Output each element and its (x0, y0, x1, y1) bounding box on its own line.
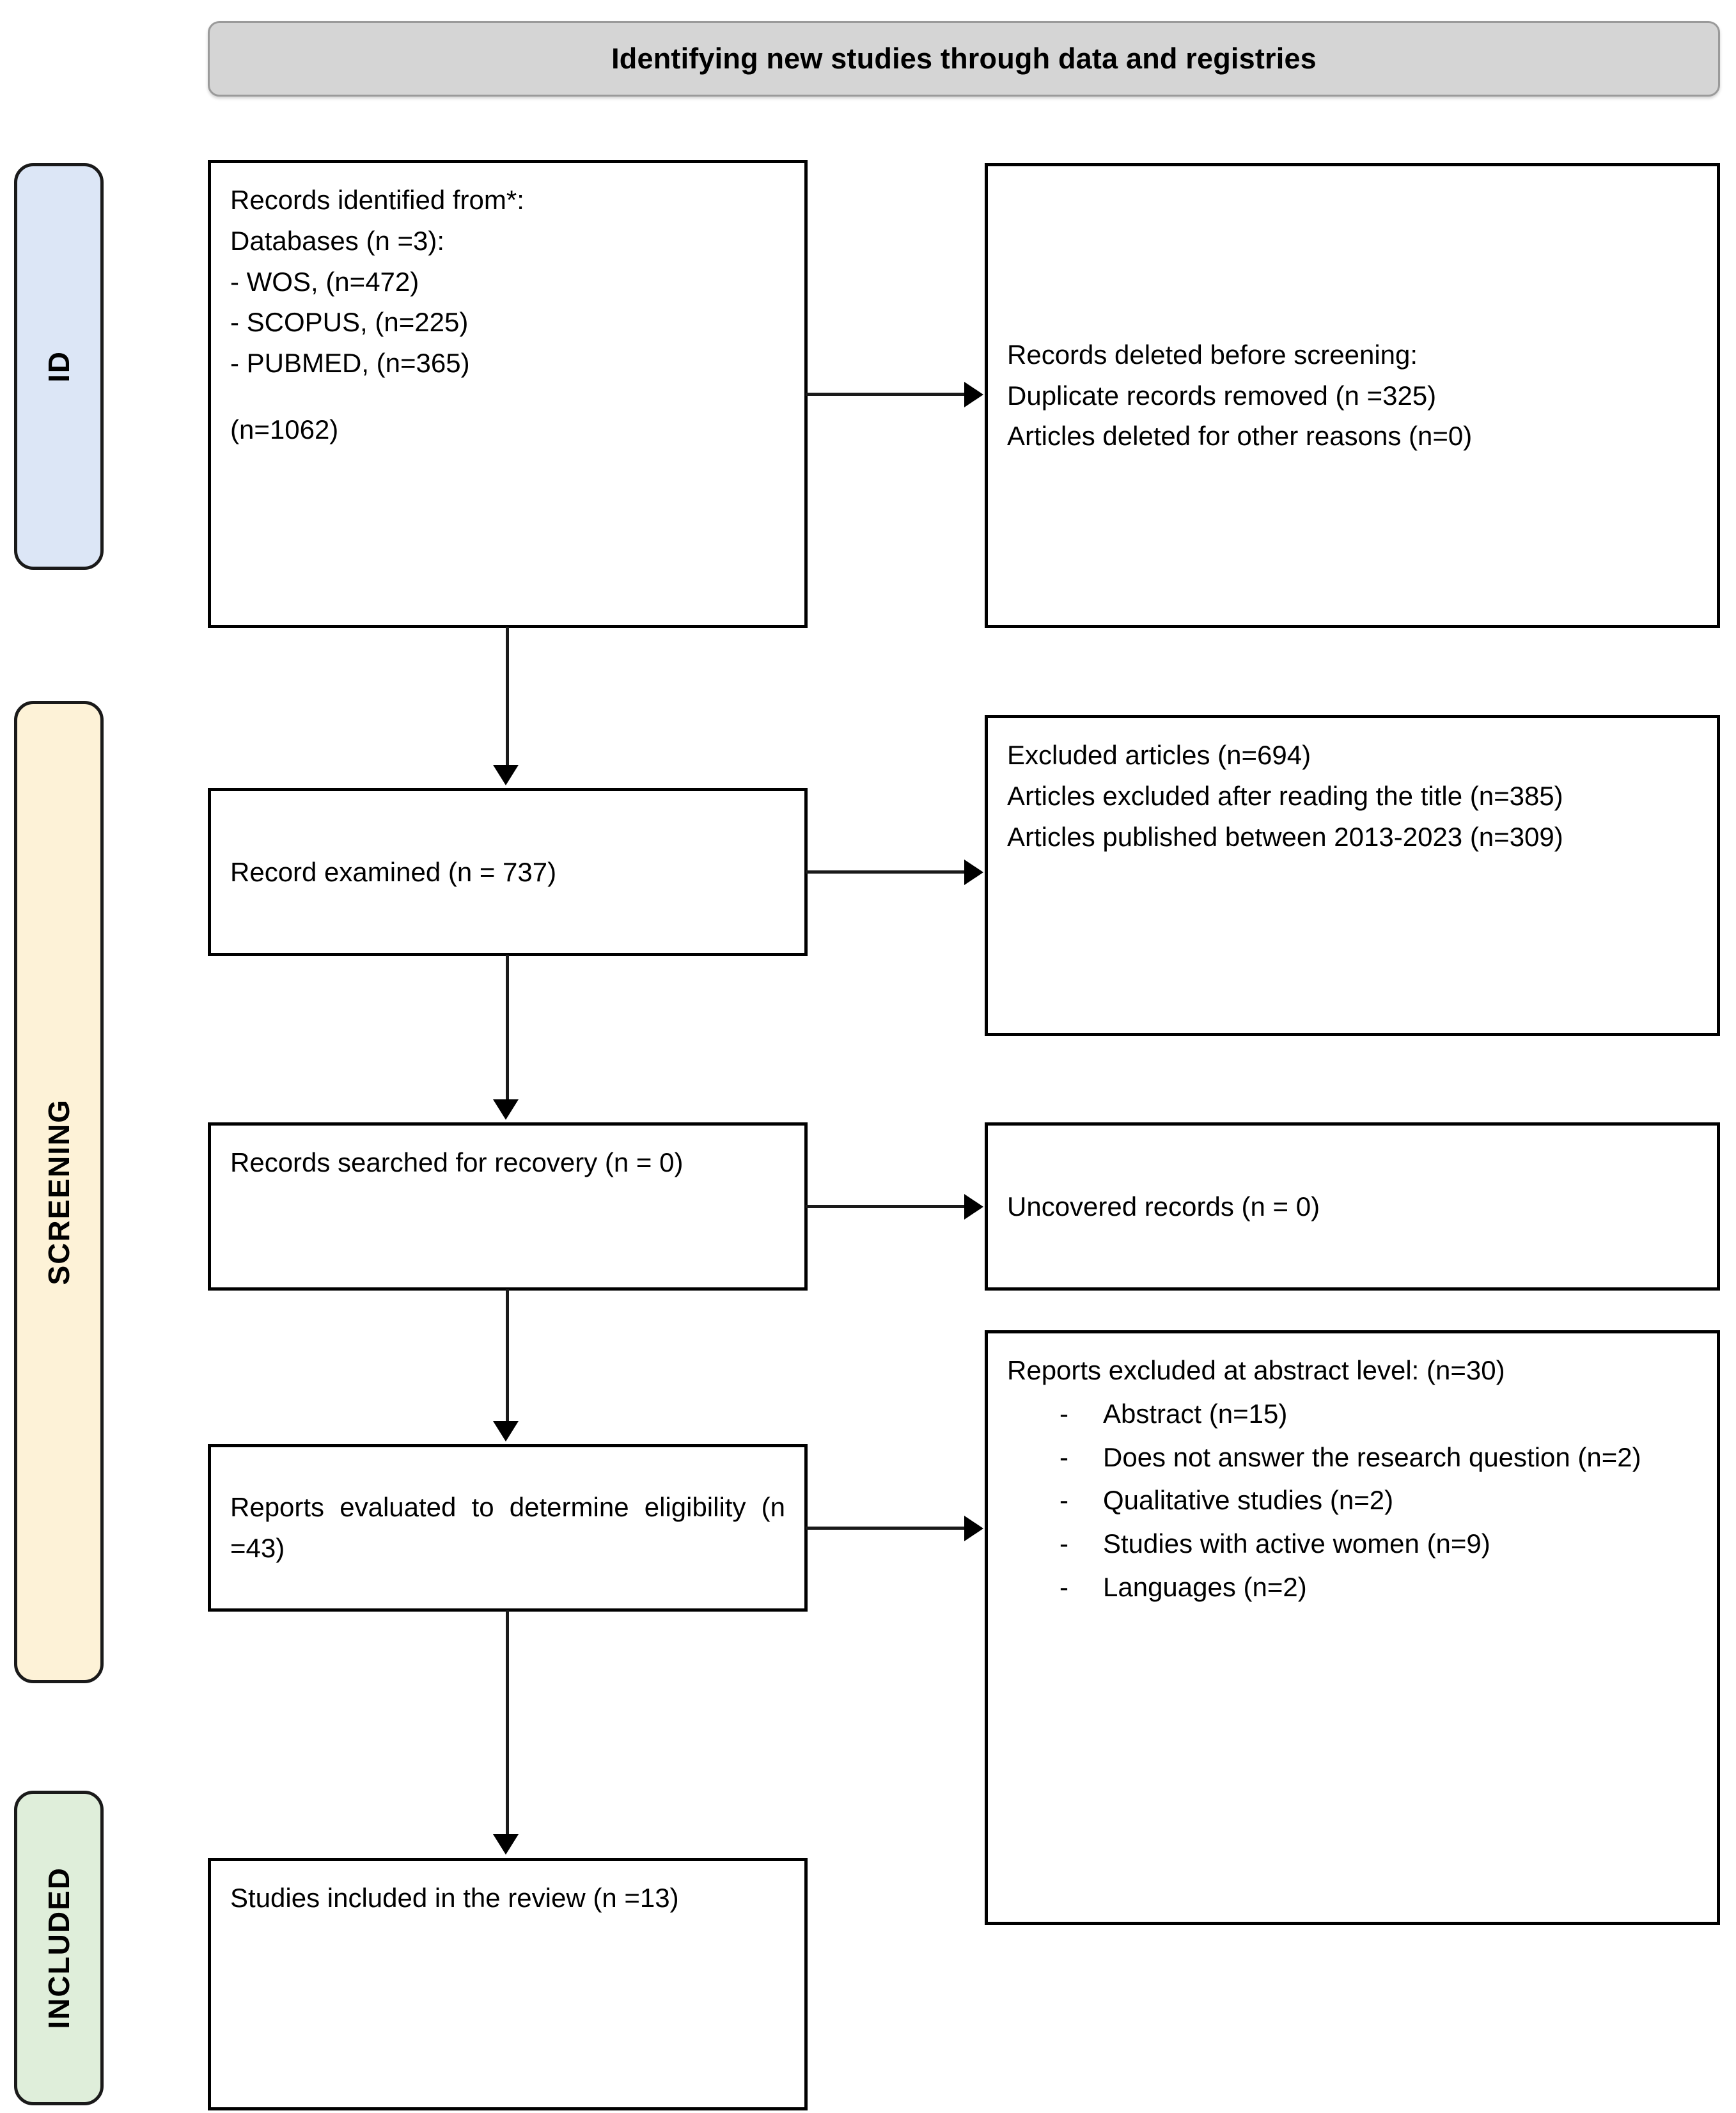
connector-eligibility-to-reports-excluded (806, 1527, 966, 1530)
list-item: - Qualitative studies (n=2) (1007, 1480, 1698, 1521)
excluded-articles-heading: Excluded articles (n=694) (1007, 740, 1311, 770)
box-reports-eligibility: Reports evaluated to determine eligibili… (208, 1444, 808, 1612)
arrow-eligibility-to-reports-excluded (964, 1516, 983, 1541)
arrow-examined-to-recovery (493, 1099, 519, 1120)
bullet-dash-icon: - (1060, 1485, 1068, 1516)
stage-label-screening: SCREENING (14, 701, 104, 1683)
records-identified-total: (n=1062) (230, 414, 339, 445)
box-excluded-articles: Excluded articles (n=694) Articles exclu… (985, 715, 1720, 1036)
bullet-dash-icon: - (1060, 1398, 1068, 1429)
records-recovery-text: Records searched for recovery (n = 0) (230, 1147, 684, 1177)
connector-examined-to-recovery (506, 955, 509, 1101)
connector-recovery-to-eligibility (506, 1289, 509, 1422)
records-deleted-duplicates: Duplicate records removed (n =325) (1007, 380, 1437, 411)
arrow-recovery-to-uncovered (964, 1194, 983, 1220)
records-identified-scopus: - SCOPUS, (n=225) (230, 307, 469, 338)
records-identified-gap (230, 384, 785, 409)
excluded-articles-title-screen: Articles excluded after reading the titl… (1007, 780, 1563, 811)
records-deleted-heading: Records deleted before screening: (1007, 339, 1418, 370)
box-reports-excluded: Reports excluded at abstract level: (n=3… (985, 1330, 1720, 1925)
reports-excluded-item-3: Studies with active women (n=9) (1103, 1528, 1490, 1559)
record-examined-text: Record examined (n = 737) (230, 856, 557, 887)
excluded-articles-date-range: Articles published between 2013-2023 (n=… (1007, 821, 1563, 852)
arrow-identified-to-deleted (964, 382, 983, 407)
stage-label-included-text: INCLUDED (42, 1867, 75, 2029)
records-identified-databases: Databases (n =3): (230, 225, 445, 256)
arrow-examined-to-excluded (964, 860, 983, 885)
bullet-dash-icon: - (1060, 1572, 1068, 1603)
studies-included-text: Studies included in the review (n =13) (230, 1883, 679, 1913)
box-record-examined: Record examined (n = 737) (208, 788, 808, 956)
box-uncovered-records: Uncovered records (n = 0) (985, 1122, 1720, 1291)
stage-label-identification: ID (14, 163, 104, 570)
arrow-identified-to-examined (493, 765, 519, 785)
records-identified-wos: - WOS, (n=472) (230, 266, 419, 297)
diagram-header-bar: Identifying new studies through data and… (208, 21, 1720, 97)
stage-label-screening-text: SCREENING (42, 1099, 75, 1285)
reports-excluded-item-2: Qualitative studies (n=2) (1103, 1485, 1394, 1516)
bullet-dash-icon: - (1060, 1528, 1068, 1559)
reports-excluded-item-0: Abstract (n=15) (1103, 1398, 1288, 1429)
arrow-recovery-to-eligibility (493, 1421, 519, 1441)
arrow-eligibility-to-included (493, 1834, 519, 1855)
bullet-dash-icon: - (1060, 1441, 1068, 1472)
box-records-deleted: Records deleted before screening: Duplic… (985, 163, 1720, 628)
records-identified-pubmed: - PUBMED, (n=365) (230, 348, 470, 379)
connector-eligibility-to-included (506, 1610, 509, 1835)
box-records-identified: Records identified from*: Databases (n =… (208, 160, 808, 628)
connector-examined-to-excluded (806, 870, 966, 874)
reports-excluded-heading: Reports excluded at abstract level: (n=3… (1007, 1355, 1505, 1385)
list-item: - Languages (n=2) (1007, 1567, 1698, 1608)
reports-eligibility-text: Reports evaluated to determine eligibili… (230, 1492, 785, 1563)
records-deleted-other: Articles deleted for other reasons (n=0) (1007, 421, 1473, 452)
list-item: - Does not answer the research question … (1007, 1437, 1698, 1478)
reports-excluded-list: - Abstract (n=15) - Does not answer the … (1007, 1394, 1698, 1608)
box-records-recovery: Records searched for recovery (n = 0) (208, 1122, 808, 1291)
uncovered-records-text: Uncovered records (n = 0) (1007, 1191, 1320, 1221)
stage-label-included: INCLUDED (14, 1791, 104, 2105)
reports-excluded-item-1: Does not answer the research question (n… (1103, 1441, 1641, 1472)
stage-label-identification-text: ID (42, 350, 75, 382)
records-identified-heading: Records identified from*: (230, 185, 524, 215)
diagram-title: Identifying new studies through data and… (611, 42, 1317, 75)
box-studies-included: Studies included in the review (n =13) (208, 1858, 808, 2110)
connector-identified-to-deleted (806, 393, 966, 396)
reports-excluded-item-4: Languages (n=2) (1103, 1572, 1307, 1603)
connector-recovery-to-uncovered (806, 1205, 966, 1208)
list-item: - Studies with active women (n=9) (1007, 1523, 1698, 1564)
connector-identified-to-examined (506, 627, 509, 766)
list-item: - Abstract (n=15) (1007, 1394, 1698, 1434)
